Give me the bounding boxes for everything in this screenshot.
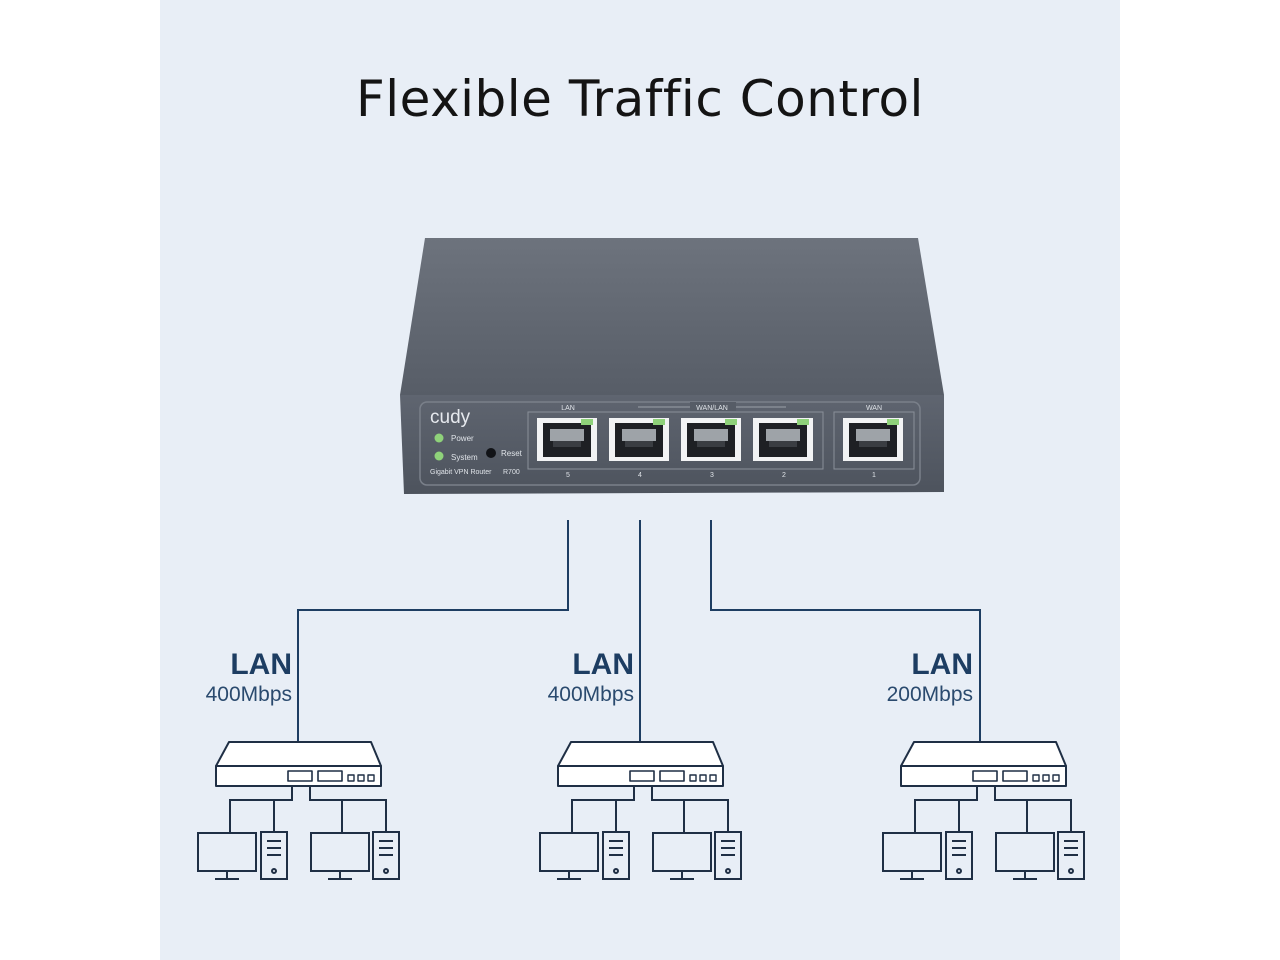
pc-tower-icon [602,831,630,880]
model-text: Gigabit VPN Router [430,469,492,476]
ethernet-port-3[interactable] [681,418,741,461]
branch-speed-3: 200Mbps [886,683,973,706]
branch-label-1: LAN 400Mbps [170,648,292,708]
model-code: R700 [503,469,520,476]
ethernet-port-5[interactable] [537,418,597,461]
pc-tower-icon [945,831,973,880]
router-device: cudy Power System Reset Gigabit VPN Rout… [400,238,944,494]
group-label-lan: LAN [561,405,575,412]
port-group-box-lan [527,411,824,470]
port-number-2: 2 [782,472,786,479]
port-group-box-wan [833,411,915,470]
branch-kind-2: LAN [572,648,634,681]
branch-speed-1: 400Mbps [205,683,292,706]
monitor-icon [310,832,370,880]
system-led-icon [434,451,444,461]
branch-label-3: LAN 200Mbps [851,648,973,708]
network-cluster-2 [539,741,742,880]
pc-tower-icon [714,831,742,880]
monitor-icon [539,832,599,880]
port-number-5: 5 [566,472,570,479]
network-switch-icon [557,741,724,787]
port-number-4: 4 [638,472,642,479]
page-title: Flexible Traffic Control [356,70,924,128]
group-label-wanlan: WAN/LAN [696,405,728,412]
pc-tower-icon [260,831,288,880]
group-label-wan: WAN [866,405,882,412]
reset-button[interactable] [486,448,496,458]
network-cluster-1 [197,741,400,880]
system-led-label: System [451,453,478,462]
network-switch-icon [215,741,382,787]
ethernet-port-2[interactable] [753,418,813,461]
port-number-1: 1 [872,472,876,479]
ethernet-port-4[interactable] [609,418,669,461]
power-led-icon [434,433,444,443]
router-faceplate [419,401,921,486]
reset-label: Reset [501,449,523,458]
brand-logo: cudy [430,407,471,428]
monitor-icon [652,832,712,880]
monitor-icon [995,832,1055,880]
network-cluster-3 [882,741,1085,880]
power-led-label: Power [451,434,474,443]
port-number-3: 3 [710,472,714,479]
monitor-icon [882,832,942,880]
ethernet-port-1[interactable] [843,418,903,461]
pc-tower-icon [1057,831,1085,880]
monitor-icon [197,832,257,880]
connection-lines [297,520,981,742]
link-line-3 [710,520,981,742]
router-top-surface [400,238,944,395]
link-line-1 [297,520,569,742]
pc-tower-icon [372,831,400,880]
branch-kind-3: LAN [911,648,973,681]
branch-kind-1: LAN [230,648,292,681]
branch-speed-2: 400Mbps [547,683,634,706]
branch-label-2: LAN 400Mbps [512,648,634,708]
network-switch-icon [900,741,1067,787]
